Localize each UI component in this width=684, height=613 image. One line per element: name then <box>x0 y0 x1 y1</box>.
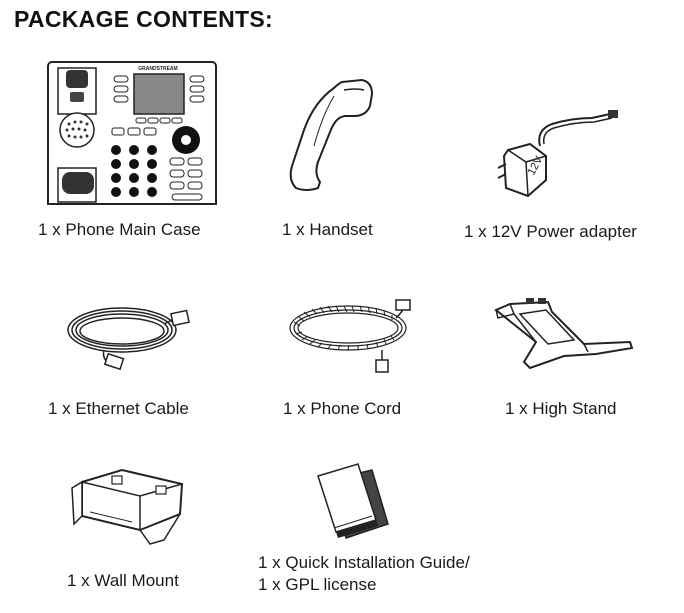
quick-guide-caption-line2: 1 x GPL license <box>258 575 377 594</box>
wall-mount-caption: 1 x Wall Mount <box>67 571 179 590</box>
ethernet-cable-illustration <box>64 296 194 372</box>
phone-cord-illustration <box>286 296 416 378</box>
high-stand-illustration <box>492 296 634 376</box>
power-adapter-caption: 1 x 12V Power adapter <box>464 222 637 241</box>
wall-mount-illustration <box>68 466 192 550</box>
handset-illustration <box>284 76 376 194</box>
quick-installation-guide-illustration <box>314 462 390 542</box>
phone-main-case-caption: 1 x Phone Main Case <box>38 220 201 239</box>
phone-main-case-illustration: GRANDSTREAM <box>44 58 220 210</box>
quick-guide-caption-line1: 1 x Quick Installation Guide/ <box>258 553 470 572</box>
power-adapter-illustration: 12V <box>496 106 624 202</box>
ethernet-cable-caption: 1 x Ethernet Cable <box>48 399 189 418</box>
high-stand-caption: 1 x High Stand <box>505 399 617 418</box>
page-title: PACKAGE CONTENTS: <box>14 6 273 32</box>
phone-cord-caption: 1 x Phone Cord <box>283 399 402 418</box>
phone-brand-text: GRANDSTREAM <box>138 66 177 72</box>
handset-caption: 1 x Handset <box>282 220 373 239</box>
